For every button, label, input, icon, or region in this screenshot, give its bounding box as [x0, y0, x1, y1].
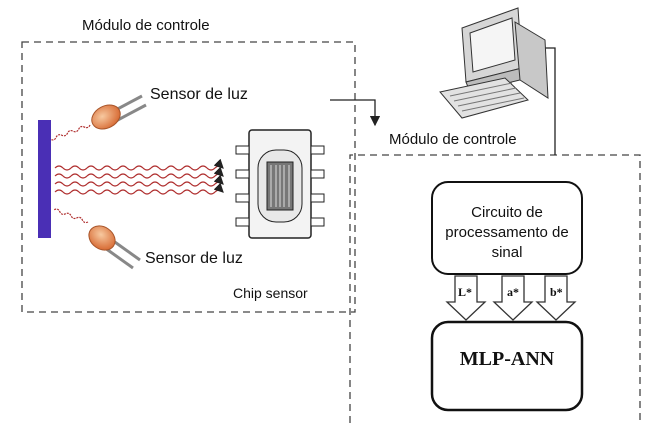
chip-sensor-label: Chip sensor [233, 285, 308, 301]
control-module-label: Módulo de controle [389, 131, 517, 148]
computer-icon [439, 7, 549, 119]
light-sensor-label: Sensor de luz [150, 86, 248, 103]
sample-bar [38, 120, 51, 238]
channel-label-l: L* [458, 285, 473, 299]
channel-label-a: a* [507, 285, 519, 299]
light-wave [53, 208, 89, 224]
led-icon [91, 94, 147, 130]
channel-label-b: b* [550, 285, 563, 299]
connector-arrow [330, 99, 381, 127]
control-module-right-box [349, 154, 641, 423]
light-wave [50, 124, 91, 141]
signal-circuit-box [431, 181, 583, 275]
mlp-ann-box [430, 320, 584, 412]
control-module-left-box [21, 41, 356, 313]
chip-icon [235, 129, 325, 239]
led-icon [88, 225, 141, 270]
light-sensor-label: Sensor de luz [145, 250, 243, 267]
mlp-ann-label: MLP-ANN [459, 348, 555, 370]
control-module-label: Módulo de controle [82, 17, 210, 34]
reflected-light-waves [54, 158, 224, 195]
signal-circuit-label: Circuito de processamento de sinal [445, 204, 569, 261]
channel-arrows [445, 275, 577, 321]
